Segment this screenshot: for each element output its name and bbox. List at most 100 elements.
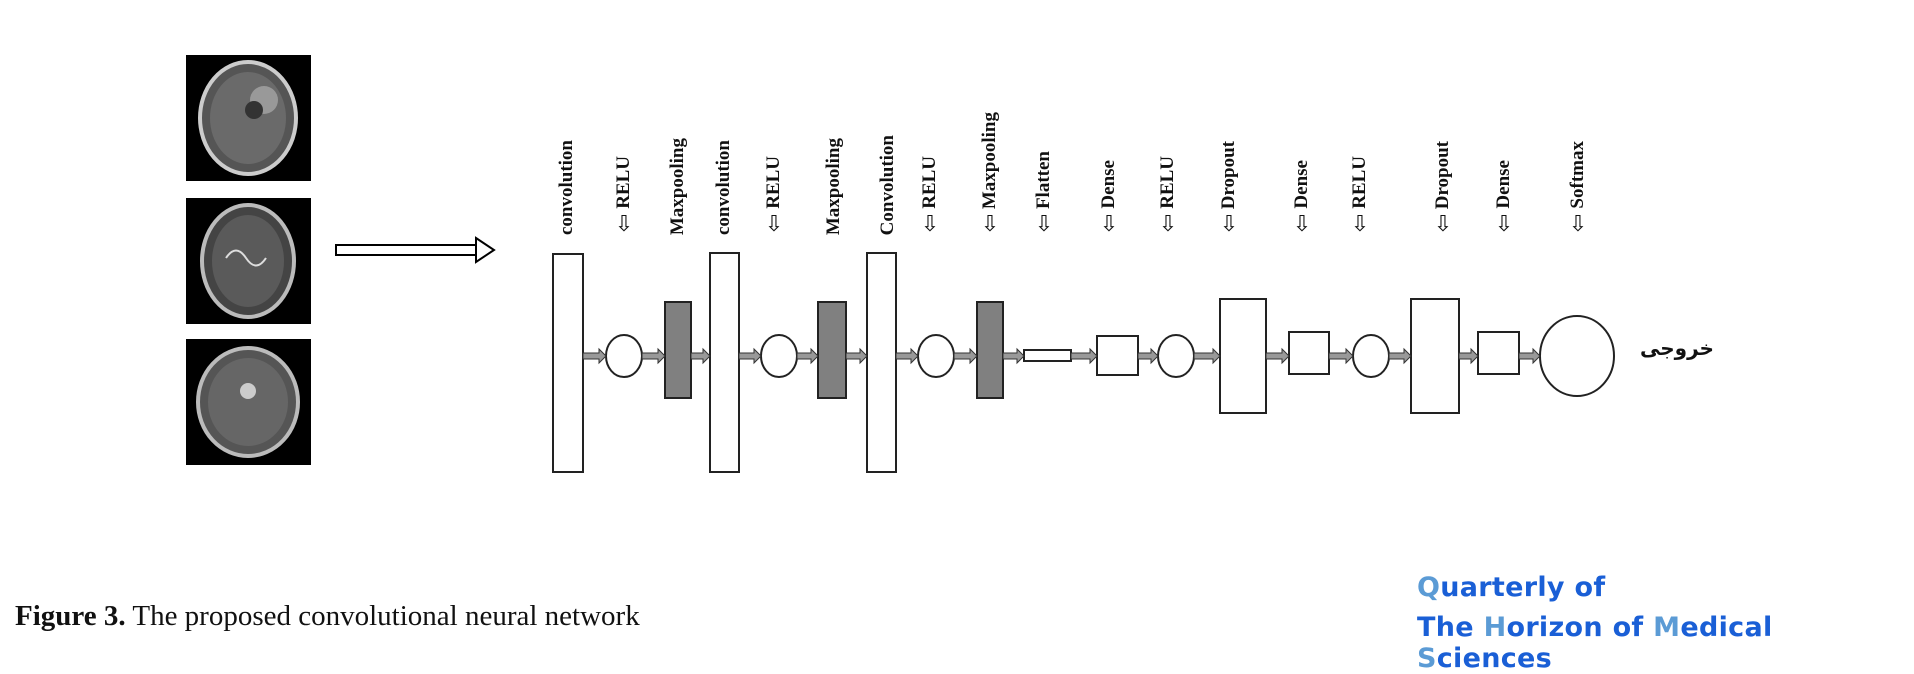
- layer-label-column: convolution: [709, 60, 739, 235]
- connection-arrow: [1070, 347, 1098, 365]
- layer-label-column: RELU⇩: [1345, 60, 1375, 235]
- connection-arrow: [1265, 347, 1290, 365]
- journal-logo-line-2: The Horizon of Medical Sciences: [1417, 612, 1914, 674]
- layer-label-column: Softmax⇩: [1563, 60, 1593, 235]
- layer-label: convolution: [713, 139, 734, 235]
- layer-label: RELU: [763, 156, 784, 209]
- dense-layer-3: [1477, 331, 1520, 375]
- layer-label-column: Dropout⇩: [1428, 60, 1458, 235]
- down-arrow-icon: ⇩: [1433, 211, 1453, 236]
- layer-label: RELU: [1349, 156, 1370, 209]
- layer-label: Maxpooling: [979, 111, 1000, 209]
- layer-label: Dense: [1291, 160, 1312, 209]
- connection-arrow: [641, 347, 666, 365]
- convolution-layer-3: [866, 252, 897, 473]
- down-arrow-icon: ⇩: [1494, 211, 1514, 236]
- connection-arrow: [845, 347, 868, 365]
- layer-label: Maxpooling: [823, 137, 844, 235]
- logo-text-segment: S: [1417, 643, 1437, 674]
- maxpooling-layer-3: [976, 301, 1004, 399]
- convolution-layer-1: [552, 253, 584, 473]
- logo-text-segment: Q: [1417, 572, 1441, 603]
- down-arrow-icon: ⇩: [1568, 211, 1588, 236]
- layer-label: RELU: [919, 156, 940, 209]
- connection-arrow: [1193, 347, 1221, 365]
- layer-label: Softmax: [1567, 141, 1588, 209]
- down-arrow-icon: ⇩: [1034, 211, 1054, 236]
- down-arrow-icon: ⇩: [1219, 211, 1239, 236]
- logo-text-segment: H: [1483, 612, 1507, 643]
- down-arrow-icon: ⇩: [764, 211, 784, 236]
- caption-text: The proposed convolutional neural networ…: [125, 600, 640, 632]
- relu-node-3: [917, 334, 955, 378]
- layer-label: Dropout: [1218, 140, 1239, 209]
- down-arrow-icon: ⇩: [1099, 211, 1119, 236]
- relu-node-5: [1352, 334, 1390, 378]
- figure-number: Figure 3.: [15, 600, 126, 632]
- connection-arrow: [1328, 347, 1354, 365]
- down-arrow-icon: ⇩: [1292, 211, 1312, 236]
- brain-scan-icon: [200, 203, 296, 319]
- down-arrow-icon: ⇩: [614, 211, 634, 236]
- layer-label: RELU: [613, 156, 634, 209]
- connection-arrow: [738, 347, 762, 365]
- figure-caption: Figure 3. The proposed convolutional neu…: [15, 600, 640, 633]
- flatten-layer: [1023, 349, 1072, 362]
- brain-scan-icon: [196, 346, 300, 458]
- logo-text-segment: M: [1653, 612, 1681, 643]
- mri-image-1: [186, 55, 311, 181]
- layer-label-column: Flatten⇩: [1029, 60, 1059, 235]
- layer-label-column: RELU⇩: [609, 60, 639, 235]
- layer-label: Flatten: [1033, 150, 1054, 209]
- maxpooling-layer-1: [664, 301, 692, 399]
- connection-arrow: [1518, 347, 1541, 365]
- layer-label: Dense: [1493, 160, 1514, 209]
- layer-label: RELU: [1157, 156, 1178, 209]
- down-arrow-icon: ⇩: [920, 211, 940, 236]
- layer-label: Dropout: [1432, 140, 1453, 209]
- connection-arrow: [1137, 347, 1159, 365]
- logo-text-segment: ciences: [1436, 643, 1553, 674]
- connection-arrow: [1002, 347, 1025, 365]
- mri-image-2: [186, 198, 311, 324]
- dense-layer-2: [1288, 331, 1330, 375]
- convolution-layer-2: [709, 252, 740, 473]
- connection-arrow: [895, 347, 919, 365]
- relu-node-2: [760, 334, 798, 378]
- layer-label: Convolution: [877, 134, 898, 235]
- layer-label-column: RELU⇩: [759, 60, 789, 235]
- input-arrow: [335, 236, 496, 264]
- dropout-layer-2: [1410, 298, 1460, 414]
- logo-text-segment: uarterly of: [1440, 572, 1606, 603]
- logo-text-segment: orizon of: [1506, 612, 1654, 643]
- connection-arrow: [582, 347, 607, 365]
- relu-node-4: [1157, 334, 1195, 378]
- layer-label-column: Maxpooling⇩: [975, 60, 1005, 235]
- connection-arrow: [953, 347, 978, 365]
- relu-node-1: [605, 334, 643, 378]
- down-arrow-icon: ⇩: [980, 211, 1000, 236]
- connection-arrow: [1388, 347, 1412, 365]
- brain-scan-icon: [198, 60, 298, 176]
- layer-label: Maxpooling: [667, 137, 688, 235]
- layer-label-column: Dense⇩: [1489, 60, 1519, 235]
- connection-arrow: [690, 347, 711, 365]
- maxpooling-layer-2: [817, 301, 847, 399]
- logo-text-segment: edical: [1680, 612, 1773, 643]
- logo-text-segment: The: [1417, 612, 1484, 643]
- mri-image-3: [186, 339, 311, 465]
- layer-label-column: Dense⇩: [1094, 60, 1124, 235]
- layer-label-column: RELU⇩: [915, 60, 945, 235]
- layer-label-column: Dense⇩: [1287, 60, 1317, 235]
- down-arrow-icon: ⇩: [1350, 211, 1370, 236]
- dense-layer-1: [1096, 335, 1139, 376]
- connection-arrows: [582, 347, 1541, 365]
- journal-logo-line-1: Quarterly of: [1417, 572, 1605, 603]
- layer-label-column: convolution: [552, 60, 582, 235]
- down-arrow-icon: ⇩: [1158, 211, 1178, 236]
- layer-label: convolution: [556, 139, 577, 235]
- dropout-layer-1: [1219, 298, 1267, 414]
- layer-label-column: Convolution: [873, 60, 903, 235]
- layer-label-column: RELU⇩: [1153, 60, 1183, 235]
